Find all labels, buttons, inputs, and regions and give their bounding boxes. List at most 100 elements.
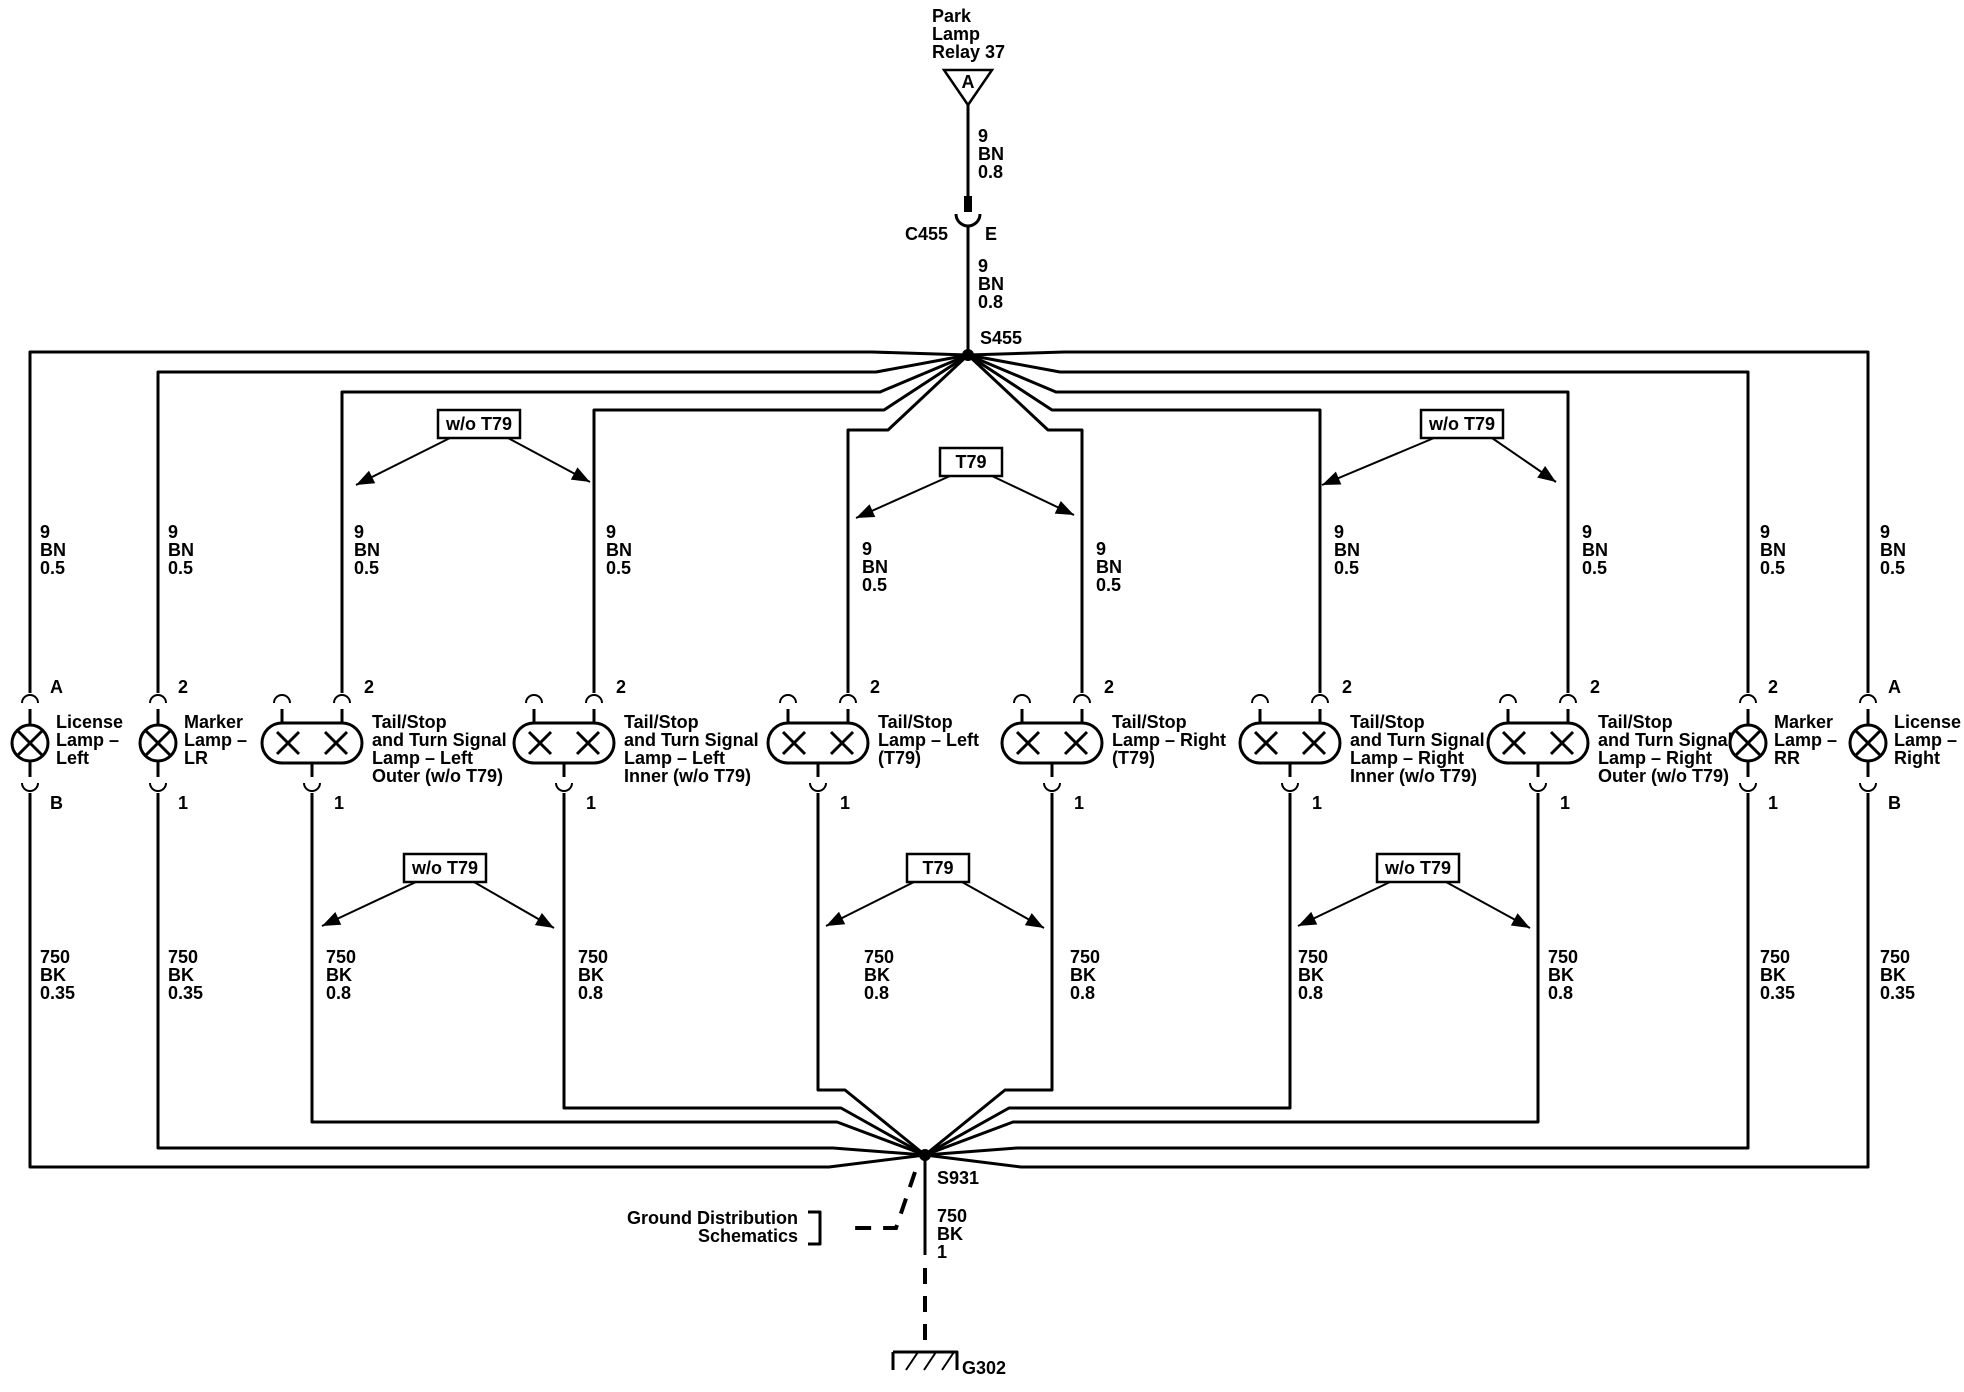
arrow-shaft: [1321, 437, 1435, 486]
feed-wire-label: 0.5: [40, 558, 65, 578]
arrow-head: [826, 911, 846, 926]
ground-wire-3: [562, 793, 926, 1157]
option-arrow: [321, 881, 417, 927]
feed-wire-label: 0.5: [354, 558, 379, 578]
lamp-9: [1848, 694, 1888, 792]
feed-wire-label: BN: [606, 540, 632, 560]
feed-wire-label: 9: [1096, 539, 1106, 559]
splice-s931: [919, 1149, 931, 1161]
relay-label: Lamp: [932, 24, 980, 44]
option-label-top-1: T79: [938, 446, 1004, 478]
ground-wire-6: [924, 793, 1292, 1157]
feed-wire-1: [156, 353, 969, 693]
lamp-3: [512, 694, 616, 792]
option-box: [938, 446, 1004, 478]
connector-pin: [585, 694, 603, 704]
ground-wire-label: 0.8: [326, 983, 351, 1003]
pin-label-bottom: 1: [840, 793, 850, 813]
lamp-label: Lamp –: [184, 730, 247, 750]
feed-wire-label: 9: [1880, 522, 1890, 542]
lamp-label: (T79): [878, 748, 921, 768]
lamp-label: Inner (w/o T79): [1350, 766, 1477, 786]
option-box: [1419, 408, 1505, 440]
ground-wire-label: 750: [1070, 947, 1100, 967]
feed-wire-3: [592, 353, 969, 693]
bulb-x: [781, 730, 807, 756]
option-label-bottom-0: w/o T79: [402, 852, 488, 884]
wiring-lines: [28, 105, 1870, 1345]
ground-wire-label: 0.35: [1880, 983, 1915, 1003]
ground-wire-label: 0.8: [864, 983, 889, 1003]
arrow-head: [1298, 911, 1318, 926]
option-arrow: [355, 437, 451, 486]
feed-wire-8: [967, 353, 1750, 693]
ground-reference-label: Schematics: [698, 1226, 798, 1246]
option-label-top-0: w/o T79: [436, 408, 522, 440]
connector-pin: [1859, 694, 1877, 704]
lamp-0: [10, 694, 50, 792]
option-box: [436, 408, 522, 440]
reference-bracket: [808, 1210, 822, 1246]
ground-wire-label: BK: [168, 965, 194, 985]
ground-wire-label: BK: [1298, 965, 1324, 985]
connector-pin: [1859, 782, 1877, 792]
feed-wire-6: [967, 353, 1322, 693]
feed-wire-label: BN: [1760, 540, 1786, 560]
lamp-label: Lamp – Left: [878, 730, 979, 750]
option-arrow: [473, 881, 555, 929]
feed-wire-2: [340, 353, 969, 693]
pin-label-bottom: 1: [1312, 793, 1322, 813]
connector-pin-label: E: [985, 224, 997, 244]
pin-label-top: 2: [1590, 677, 1600, 697]
arrow-head: [1537, 466, 1556, 482]
ground-wire-label: 750: [168, 947, 198, 967]
reference-dashed-line: [848, 1171, 917, 1230]
lamp-label: RR: [1774, 748, 1800, 768]
feed-wire-label: 9: [40, 522, 50, 542]
lamp-label: Tail/Stop: [1112, 712, 1187, 732]
ground-wire-5: [924, 793, 1054, 1157]
lamp-label: Outer (w/o T79): [372, 766, 503, 786]
feed-wire-label: BN: [40, 540, 66, 560]
ground-wire-label: BK: [1548, 965, 1574, 985]
pin-label-top: 2: [1342, 677, 1352, 697]
connector-pin: [1529, 782, 1547, 792]
connector-pin: [1311, 694, 1329, 704]
lamp-label: Lamp – Left: [624, 748, 725, 768]
dual-lamp-bulb-icon: [1238, 721, 1342, 765]
lamp-8: [1728, 694, 1768, 792]
option-label-bottom-2: w/o T79: [1375, 852, 1461, 884]
feed-wire-label: 9: [168, 522, 178, 542]
lamp-label: Lamp – Left: [372, 748, 473, 768]
connector-c455-male: [964, 196, 972, 212]
arrow-head: [356, 470, 376, 485]
ground-wire-label: BK: [40, 965, 66, 985]
feed-wire-label: BN: [862, 557, 888, 577]
pin-label-top: 2: [1104, 677, 1114, 697]
ground-wire-1: [156, 793, 926, 1157]
pin-label-bottom: B: [50, 793, 63, 813]
ground-wire-label: BK: [326, 965, 352, 985]
ground-symbol-icon: [891, 1350, 959, 1371]
pin-label-top: 2: [364, 677, 374, 697]
connector-pin: [149, 782, 167, 792]
feed-wire-label: 0.5: [1582, 558, 1607, 578]
option-box: [402, 852, 488, 884]
option-label: w/o T79: [1384, 858, 1451, 878]
feed-wire-0: [28, 350, 969, 693]
feed-wire-label: 9: [1582, 522, 1592, 542]
arrow-head: [1510, 913, 1530, 928]
lamp-label: LR: [184, 748, 208, 768]
source-wire-label-lower: BN: [978, 274, 1004, 294]
feed-wire-label: 9: [354, 522, 364, 542]
pin-label-top: 2: [1768, 677, 1778, 697]
ground-wire-label: BK: [1760, 965, 1786, 985]
option-label: w/o T79: [1428, 414, 1495, 434]
ground-wire-label: 750: [1298, 947, 1328, 967]
option-arrow: [1297, 881, 1391, 927]
pin-label-bottom: 1: [1560, 793, 1570, 813]
bulb-x: [144, 729, 172, 757]
option-arrow: [855, 475, 951, 519]
